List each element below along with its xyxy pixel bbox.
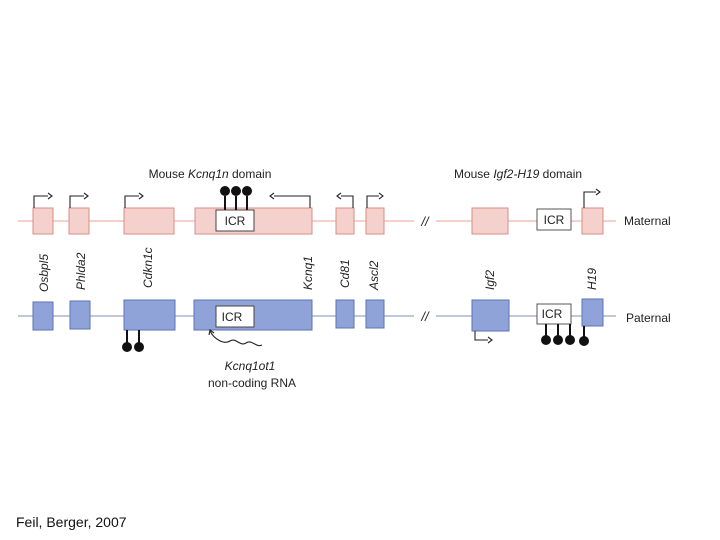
- paternal-gene-ascl2: [365, 299, 385, 329]
- arrowhead: [487, 336, 493, 344]
- arrowhead: [83, 192, 89, 200]
- maternal-gene-h19: [581, 207, 604, 235]
- arrow-phlda2: [69, 195, 84, 208]
- arrowhead: [336, 192, 342, 200]
- arrow-cd81: [341, 195, 354, 208]
- maternal-break-symbol: //: [420, 214, 430, 229]
- ncrna-name: Kcnq1ot1: [225, 359, 276, 373]
- gene-label-phlda2: Phlda2: [74, 252, 88, 290]
- paternal-break-symbol: //: [420, 309, 430, 324]
- maternal-igf-icr-label: ICR: [544, 213, 565, 227]
- maternal-allele: // ICR ICR Maternal: [18, 186, 671, 235]
- citation: Feil, Berger, 2007: [16, 514, 127, 530]
- arrow-h19: [583, 191, 596, 208]
- gene-name-labels: Osbpl5 Phlda2 Cdkn1c Kcnq1 Cd81 Ascl2 Ig…: [37, 247, 599, 292]
- maternal-gene-osbpl5: [32, 207, 54, 235]
- paternal-gene-phlda2: [69, 300, 91, 330]
- maternal-methylation-marks: [220, 186, 252, 210]
- paternal-gene-h19: [581, 298, 604, 327]
- maternal-gene-cd81: [335, 207, 355, 235]
- arrowhead: [138, 192, 144, 200]
- paternal-gene-cd81: [335, 299, 355, 329]
- maternal-gene-phlda2: [68, 207, 90, 235]
- paternal-kcnq-icr-box: [215, 305, 255, 328]
- paternal-gene-osbpl5: [32, 301, 54, 331]
- arrow-osbpl5: [33, 195, 48, 208]
- igf-domain-title: Mouse Igf2-H19 domain: [454, 167, 582, 181]
- paternal-igf2-arrow: [474, 331, 493, 344]
- methyl-lollipop: [231, 186, 241, 196]
- paternal-cdkn1c-methylation: [122, 330, 144, 352]
- maternal-igf-icr-box: [536, 208, 572, 231]
- arrow-ascl2: [366, 195, 379, 208]
- methyl-lollipop: [579, 336, 589, 346]
- maternal-transcription-arrows: [33, 188, 601, 208]
- paternal-gene-igf2: [471, 299, 510, 332]
- gene-label-kcnq1: Kcnq1: [301, 256, 315, 290]
- kcnq-domain-title: Mouse Kcnq1n domain: [149, 167, 272, 181]
- arrowhead: [47, 192, 53, 200]
- paternal-h19-icr-methylation: [541, 324, 589, 346]
- gene-label-osbpl5: Osbpl5: [37, 254, 51, 292]
- gene-label-h19: H19: [585, 268, 599, 290]
- methyl-lollipop: [134, 342, 144, 352]
- methyl-lollipop: [242, 186, 252, 196]
- arrowhead: [378, 192, 384, 200]
- maternal-label: Maternal: [624, 214, 671, 228]
- arrow-kcnq1: [274, 195, 311, 208]
- paternal-igf-icr-label: ICR: [542, 307, 563, 321]
- methyl-lollipop: [565, 335, 575, 345]
- maternal-gene-ascl2: [365, 207, 385, 235]
- paternal-label: Paternal: [626, 311, 671, 325]
- gene-label-cdkn1c: Cdkn1c: [141, 247, 155, 288]
- paternal-igf-icr-box: [536, 303, 572, 325]
- ncrna-description: non-coding RNA: [208, 376, 296, 390]
- paternal-allele: // ICR ICR: [18, 298, 671, 390]
- arrowhead: [208, 329, 215, 336]
- gene-label-ascl2: Ascl2: [367, 260, 381, 291]
- kcnq1ot1-rna-arrow: [208, 329, 263, 347]
- methyl-lollipop: [541, 335, 551, 345]
- arrowhead: [269, 192, 275, 200]
- methyl-lollipop: [122, 342, 132, 352]
- methyl-lollipop: [553, 335, 563, 345]
- maternal-gene-cdkn1c: [123, 207, 175, 235]
- paternal-kcnq-icr-label: ICR: [222, 310, 243, 324]
- arrow-cdkn1c: [124, 195, 139, 208]
- arrowhead: [595, 188, 601, 196]
- maternal-kcnq-icr-label: ICR: [225, 214, 246, 228]
- methyl-lollipop: [220, 186, 230, 196]
- gene-label-cd81: Cd81: [338, 259, 352, 288]
- maternal-gene-igf2: [471, 207, 509, 235]
- gene-label-igf2: Igf2: [483, 270, 497, 290]
- paternal-gene-cdkn1c: [123, 299, 176, 331]
